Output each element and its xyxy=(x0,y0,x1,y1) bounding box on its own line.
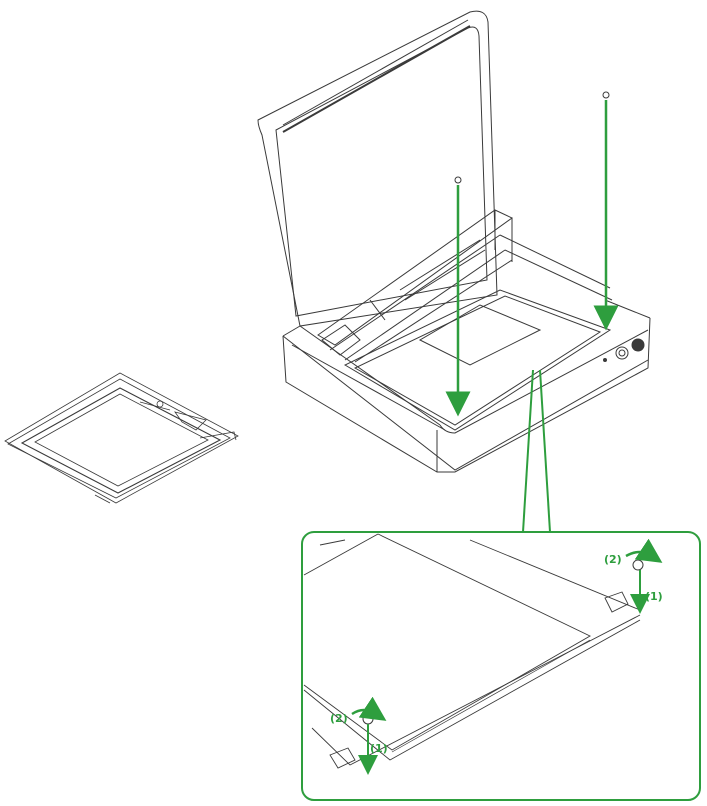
base-plate xyxy=(4,372,239,504)
open-lid xyxy=(257,10,498,327)
install-arrows xyxy=(445,91,619,417)
machine-body xyxy=(282,299,651,473)
laser-machine xyxy=(257,10,651,473)
step-2-label: (2) xyxy=(604,553,622,566)
screw-assembly-top: (2) (1) xyxy=(604,538,663,614)
step-2-label: (2) xyxy=(330,712,348,725)
detail-callout: (2) (1) (2) (1) xyxy=(301,531,701,801)
rotate-clockwise-icon xyxy=(625,538,663,563)
callout-leader xyxy=(522,369,551,533)
work-area xyxy=(343,289,612,431)
gantry xyxy=(317,209,613,363)
screw-assembly-bottom: (2) (1) xyxy=(330,696,388,775)
step-1-label: (1) xyxy=(370,742,388,755)
clip-bracket xyxy=(604,591,629,613)
screw-icon xyxy=(602,91,610,99)
step-1-label: (1) xyxy=(645,590,663,603)
power-button xyxy=(615,346,629,360)
rotate-clockwise-icon xyxy=(351,696,387,721)
status-knob xyxy=(631,338,645,352)
clip-bracket xyxy=(329,747,356,769)
screw-icon xyxy=(454,176,462,184)
